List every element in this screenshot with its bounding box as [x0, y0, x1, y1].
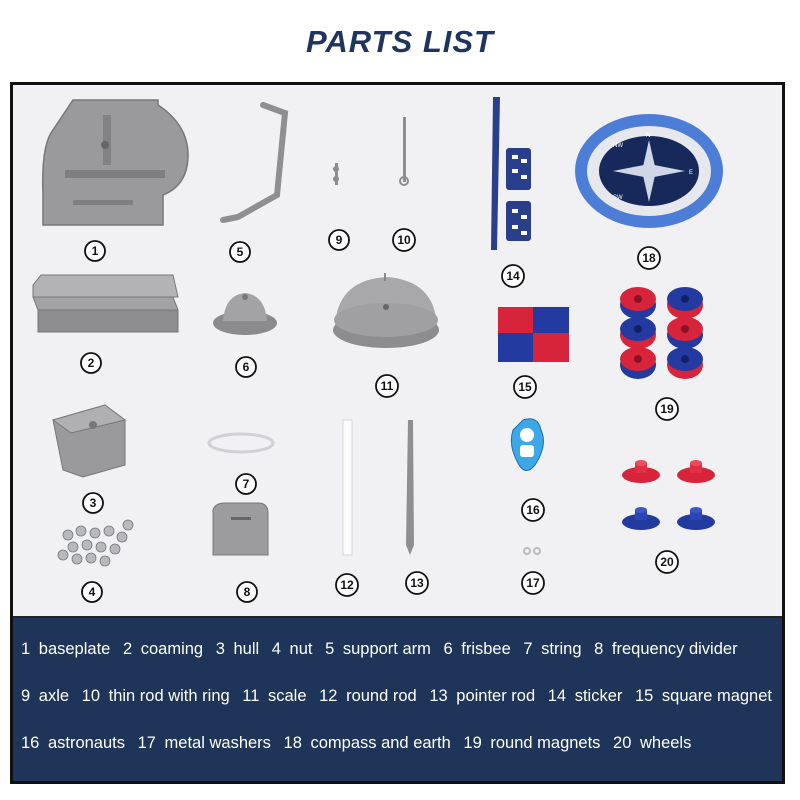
- part-compass-image: NW SW N E: [575, 114, 723, 228]
- legend-item-6: 6 frisbee: [443, 640, 511, 658]
- legend-item-7: 7 string: [523, 640, 582, 658]
- part-washers-image: [523, 547, 541, 555]
- parts-legend: 1 baseplate 2 coaming 3 hull 4 nut 5 sup…: [13, 618, 782, 781]
- legend-item-11: 11 scale: [242, 687, 307, 705]
- badge-16: 16: [521, 498, 545, 522]
- legend-item-15: 15 square magnet: [634, 687, 772, 705]
- badge-3: 3: [82, 492, 104, 514]
- legend-item-14: 14 sticker: [547, 687, 623, 705]
- svg-text:9: 9: [336, 233, 343, 247]
- svg-text:NW: NW: [613, 143, 623, 149]
- badge-14: 14: [501, 264, 525, 288]
- svg-text:8: 8: [244, 585, 251, 599]
- part-string-image: [207, 432, 275, 454]
- badge-19: 19: [655, 397, 679, 421]
- part-support-arm-image: [220, 102, 289, 223]
- page-title: PARTS LIST: [306, 24, 494, 59]
- svg-text:11: 11: [381, 379, 394, 393]
- part-frisbee-image: [213, 293, 277, 335]
- legend-item-8: 8 frequency divider: [594, 640, 738, 658]
- part-axle-image: [333, 163, 339, 185]
- badge-10: 10: [392, 228, 416, 252]
- badge-2: 2: [80, 352, 102, 374]
- badge-5: 5: [229, 241, 251, 263]
- legend-line-2: 9 axle 10 thin rod with ring 11 scale 12…: [21, 685, 780, 707]
- legend-item-19: 19 round magnets: [463, 734, 601, 752]
- part-sticker-image: [491, 97, 531, 250]
- parts-panel: NW SW N E 1 2: [10, 82, 785, 784]
- legend-item-9: 9 axle: [21, 687, 70, 705]
- part-astronaut-image: [510, 418, 544, 471]
- legend-item-2: 2 coaming: [122, 640, 204, 658]
- svg-text:17: 17: [526, 576, 540, 590]
- svg-text:12: 12: [340, 578, 354, 592]
- badge-20: 20: [655, 550, 679, 574]
- svg-text:3: 3: [90, 496, 97, 510]
- svg-text:E: E: [689, 170, 693, 176]
- legend-line-3: 16 astronauts 17 metal washers 18 compas…: [21, 732, 699, 754]
- part-hull-image: [51, 404, 127, 478]
- badge-13: 13: [405, 571, 429, 595]
- svg-text:10: 10: [397, 233, 411, 247]
- part-round-magnets-image: [620, 287, 703, 379]
- legend-item-20: 20 wheels: [613, 734, 692, 752]
- svg-text:15: 15: [518, 380, 532, 394]
- part-wheels-image: [622, 460, 715, 530]
- svg-text:16: 16: [526, 503, 540, 517]
- badge-17: 17: [521, 571, 545, 595]
- badge-18: 18: [637, 246, 661, 270]
- part-pointer-rod-image: [406, 420, 414, 555]
- legend-item-17: 17 metal washers: [137, 734, 271, 752]
- svg-text:2: 2: [88, 356, 95, 370]
- part-scale-image: [333, 273, 439, 348]
- svg-text:6: 6: [243, 360, 250, 374]
- svg-text:13: 13: [410, 576, 424, 590]
- svg-text:5: 5: [237, 245, 244, 259]
- legend-item-10: 10 thin rod with ring: [81, 687, 230, 705]
- legend-item-3: 3 hull: [215, 640, 260, 658]
- svg-text:14: 14: [506, 269, 520, 283]
- badge-6: 6: [235, 356, 257, 378]
- part-square-magnet-image: [498, 307, 569, 362]
- part-coaming-image: [32, 274, 179, 333]
- badge-4: 4: [81, 581, 103, 603]
- badge-15: 15: [513, 375, 537, 399]
- parts-photo: NW SW N E 1 2: [13, 85, 782, 618]
- legend-line-1: 1 baseplate 2 coaming 3 hull 4 nut 5 sup…: [21, 638, 746, 660]
- legend-item-13: 13 pointer rod: [429, 687, 536, 705]
- legend-item-18: 18 compass and earth: [283, 734, 451, 752]
- legend-item-16: 16 astronauts: [21, 734, 125, 752]
- part-baseplate-image: [41, 99, 189, 226]
- svg-text:20: 20: [660, 555, 674, 569]
- svg-text:7: 7: [243, 477, 250, 491]
- legend-item-5: 5 support arm: [325, 640, 431, 658]
- svg-text:18: 18: [642, 251, 656, 265]
- badge-12: 12: [335, 573, 359, 597]
- part-thin-rod-image: [399, 117, 409, 186]
- svg-text:1: 1: [92, 244, 99, 258]
- svg-text:SW: SW: [613, 195, 623, 201]
- part-nuts-image: [57, 519, 134, 567]
- badge-1: 1: [84, 240, 106, 262]
- badge-7: 7: [235, 473, 257, 495]
- badge-9: 9: [328, 229, 350, 251]
- part-frequency-divider-image: [212, 502, 269, 556]
- svg-text:19: 19: [660, 402, 674, 416]
- legend-item-1: 1 baseplate: [21, 640, 111, 658]
- legend-item-4: 4 nut: [271, 640, 313, 658]
- parts-illustration: NW SW N E 1 2: [32, 97, 723, 603]
- badge-8: 8: [236, 581, 258, 603]
- svg-text:N: N: [646, 133, 650, 139]
- part-round-rod-image: [342, 419, 353, 556]
- badge-11: 11: [375, 374, 399, 398]
- svg-text:4: 4: [89, 585, 96, 599]
- legend-item-12: 12 round rod: [319, 687, 417, 705]
